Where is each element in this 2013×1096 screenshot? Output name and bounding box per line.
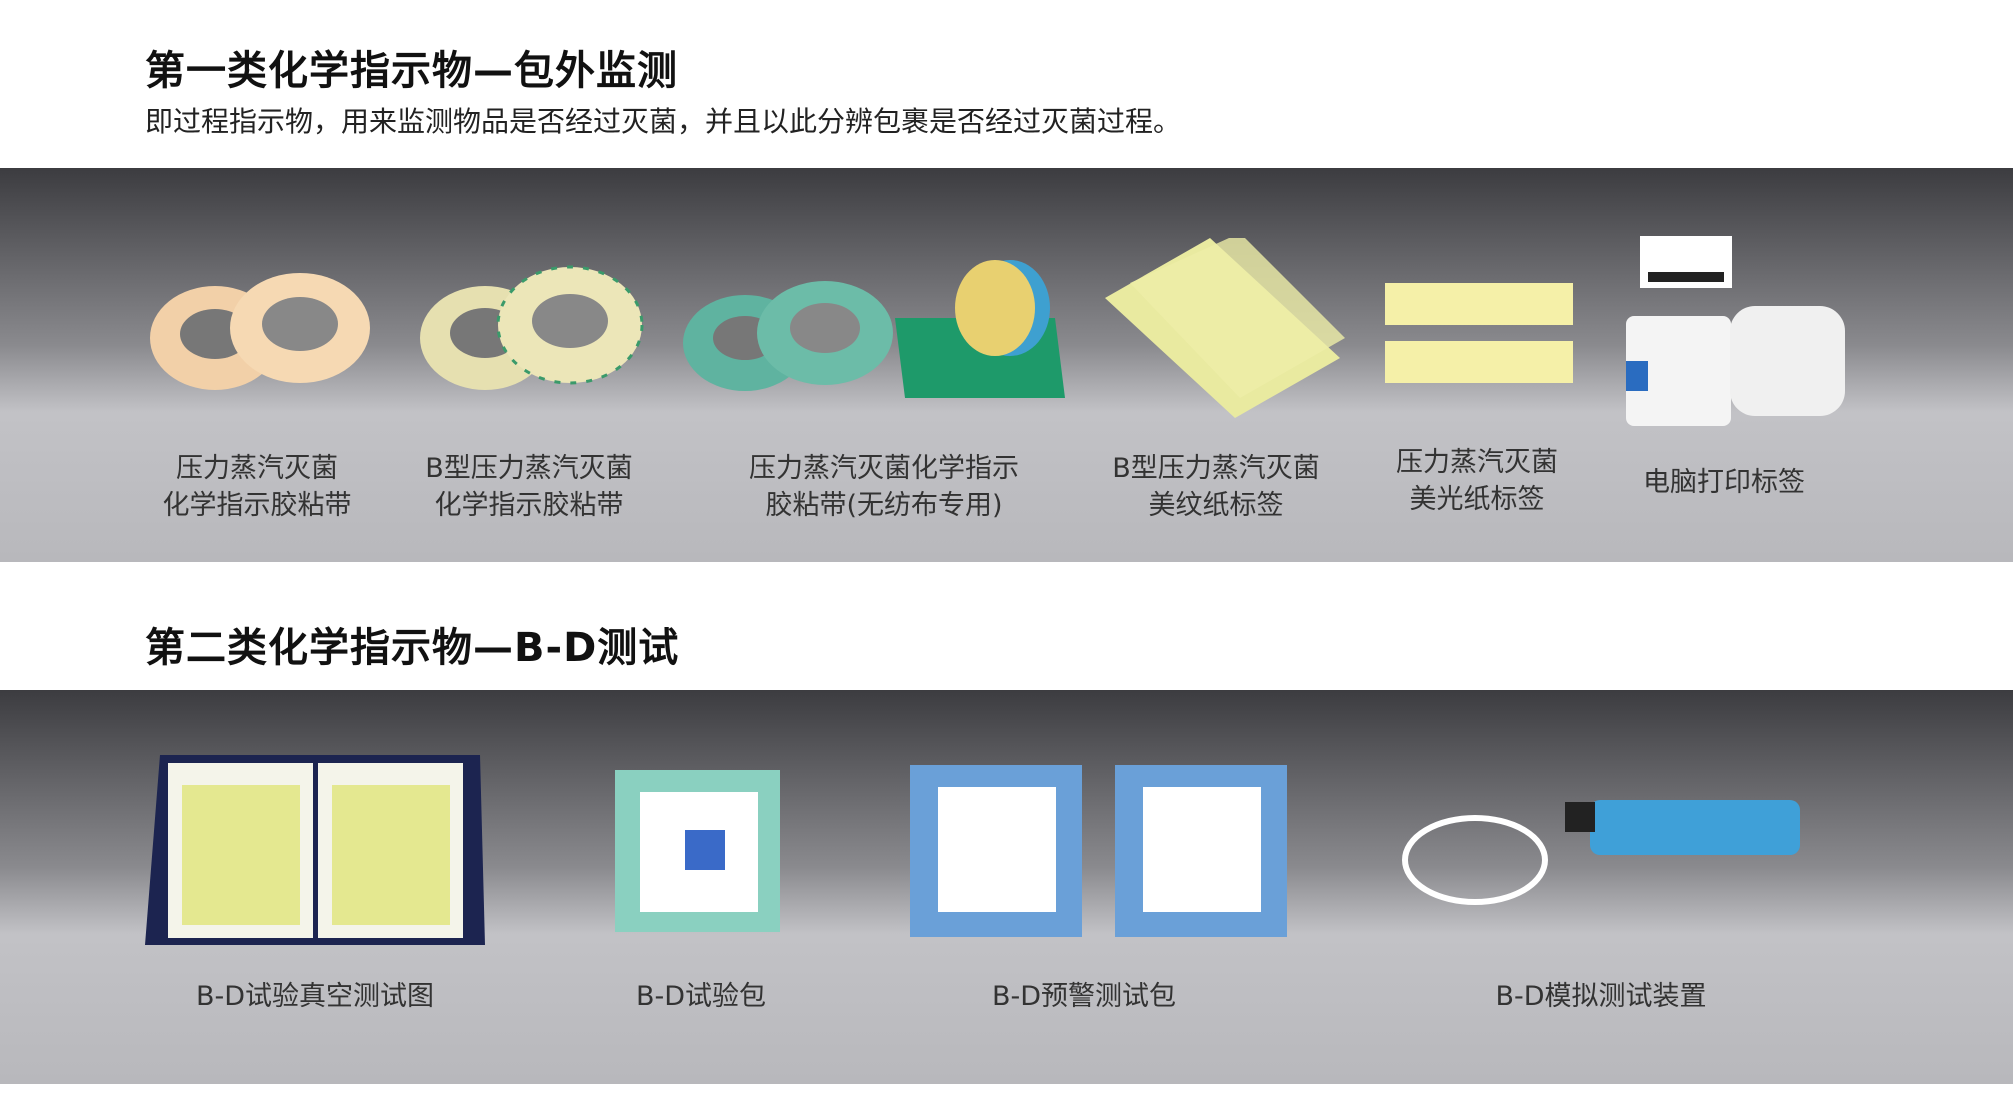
section1-product-band: 压力蒸汽灭菌化学指示胶粘带 B型压力蒸汽灭菌化学指示胶粘带 压力蒸汽灭菌化学指示… — [0, 168, 2013, 562]
product-label: B-D试验真空测试图 — [195, 981, 435, 1012]
nonwoven-tape-dispenser-image — [683, 260, 1065, 398]
product-label: 压力蒸汽灭菌美光纸标签 — [1396, 447, 1558, 515]
product-label: B-D模拟测试装置 — [1495, 981, 1707, 1012]
section1-title: 第一类化学指示物—包外监测 — [145, 48, 678, 94]
section2-product-band: B-D试验真空测试图 B-D试验包 B-D预警测试包 B-D模拟测试装置 — [0, 690, 2013, 1084]
product-label: 电脑打印标签 — [1643, 467, 1805, 498]
computer-print-label-image — [1626, 236, 1845, 426]
coated-paper-label-image — [1385, 283, 1573, 383]
product-label: B-D预警测试包 — [991, 981, 1177, 1012]
section1-subtitle: 即过程指示物，用来监测物品是否经过灭菌，并且以此分辨包裹是否经过灭菌过程。 — [145, 105, 1182, 138]
bd-test-pack-image — [615, 770, 780, 932]
product-label: 压力蒸汽灭菌化学指示胶粘带(无纺布专用) — [749, 453, 1019, 521]
b-type-tape-roll-image — [420, 265, 644, 390]
product-label: B型压力蒸汽灭菌美纹纸标签 — [1112, 453, 1320, 521]
bd-vacuum-test-chart-image — [145, 755, 485, 945]
bd-warning-test-pack-image — [910, 765, 1287, 937]
section2-title: 第二类化学指示物—B-D测试 — [145, 625, 680, 671]
crepe-paper-label-image — [1105, 238, 1345, 418]
product-label: 压力蒸汽灭菌化学指示胶粘带 — [162, 453, 352, 521]
product-label: B型压力蒸汽灭菌化学指示胶粘带 — [425, 453, 633, 521]
bd-simulated-test-device-image — [1402, 800, 1800, 905]
product-label: B-D试验包 — [635, 981, 767, 1012]
tape-roll-image — [150, 273, 370, 390]
